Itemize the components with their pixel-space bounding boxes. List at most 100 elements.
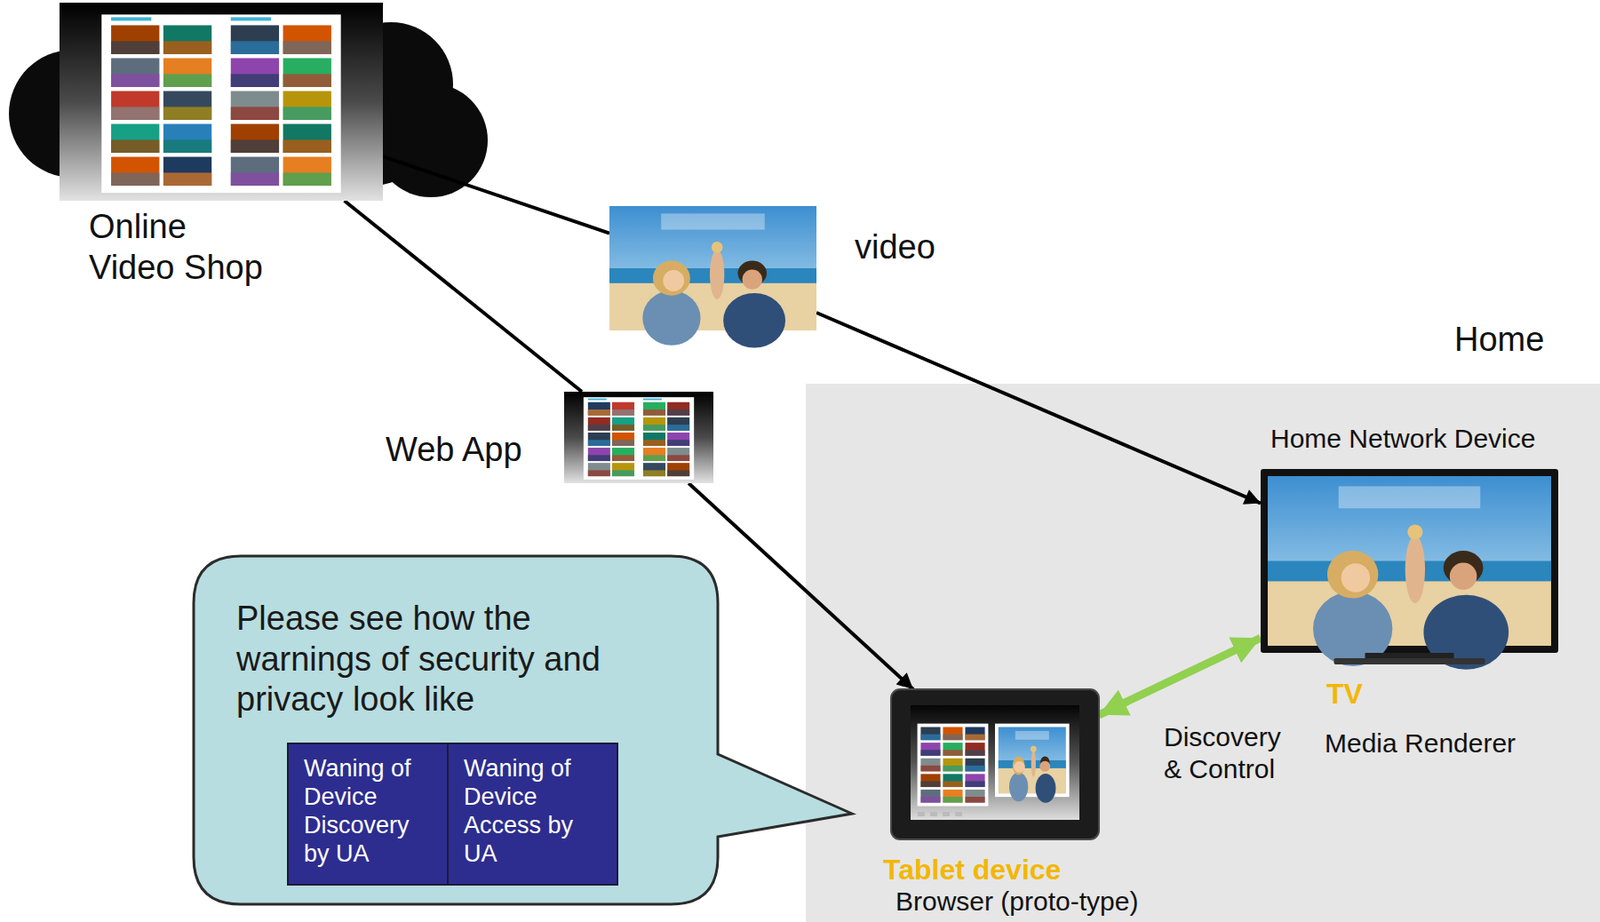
art-part (742, 269, 763, 289)
warning-box: Waning of Device Access by UA (446, 742, 619, 886)
art-part (942, 758, 963, 773)
art-part (101, 14, 341, 193)
art-part (920, 727, 940, 741)
node-label: TV (1326, 677, 1363, 711)
art-part (643, 454, 666, 462)
art-part (964, 789, 985, 804)
art-part (612, 417, 635, 431)
art-part (1013, 761, 1026, 773)
text-slot: TV (1326, 677, 1363, 711)
art-part (1449, 562, 1478, 590)
art-part (920, 734, 940, 741)
art-part (942, 796, 963, 804)
art-part (588, 447, 611, 462)
art-part (643, 447, 666, 462)
art-part (230, 124, 279, 154)
home-ground (805, 383, 1600, 922)
art-part (111, 73, 160, 88)
art-part (163, 24, 212, 55)
art-part (193, 556, 852, 905)
art-part (964, 758, 985, 773)
art-part (667, 462, 690, 477)
art-part (652, 261, 691, 296)
art-part (920, 742, 940, 757)
art-part (964, 734, 985, 741)
art-part (163, 73, 212, 88)
art-part (955, 811, 963, 817)
tv-art (1260, 469, 1559, 666)
art-part (942, 773, 963, 788)
art-part (964, 765, 985, 773)
art-part (942, 811, 950, 817)
tablet-art (891, 689, 1099, 840)
art-part (1341, 563, 1370, 592)
art-part (230, 172, 279, 186)
art-part (283, 57, 332, 88)
edge-label-slot: Discovery & Control (1163, 721, 1298, 786)
art-part (920, 758, 940, 773)
art-part (588, 417, 611, 431)
art-part (964, 727, 985, 741)
art-part (917, 811, 925, 817)
warning-box: Waning of Device Discovery by UA (286, 742, 449, 886)
art-part (930, 811, 938, 817)
art-part (891, 689, 1099, 840)
art-part (111, 106, 160, 120)
art-part (1031, 750, 1036, 778)
art-part (942, 789, 963, 804)
art-part (1039, 761, 1051, 773)
art-part (612, 454, 635, 462)
art-part (588, 454, 611, 462)
cloud-bump (71, 95, 445, 199)
text-slot: Media Renderer (1324, 728, 1516, 760)
art-part (667, 402, 690, 416)
tv-device: Home Network DeviceTVMedia Renderer (1260, 469, 1559, 666)
art-part (920, 765, 940, 773)
art-part (942, 742, 963, 757)
art-part (942, 780, 963, 788)
flow-arrow (688, 483, 914, 690)
art-part (111, 157, 160, 187)
art-part (59, 2, 383, 201)
art-part (588, 432, 611, 446)
art-part (609, 206, 817, 349)
art-part (283, 106, 332, 120)
webapp-thumbnail: Web App (564, 391, 714, 484)
art-part (1267, 476, 1552, 670)
art-part (667, 409, 690, 416)
art-part (910, 705, 1080, 820)
shop-screenshot: Online Video Shop (59, 2, 383, 201)
art-part (723, 293, 786, 349)
art-part (643, 424, 666, 431)
art-part (643, 469, 666, 477)
art-part (1012, 756, 1026, 775)
flow-arrow (816, 312, 1261, 504)
art-part (609, 206, 817, 331)
art-part (709, 249, 725, 300)
art-part (163, 106, 212, 120)
art-part (283, 139, 332, 153)
node-label: video (854, 227, 936, 269)
text-slot: Home Network Device (1270, 422, 1536, 455)
text-slot: Browser (proto-type) (895, 886, 1139, 918)
art-part (1015, 731, 1050, 741)
art-part (230, 139, 279, 153)
art-part (942, 734, 963, 741)
art-part (588, 439, 611, 446)
node-label: Home (1454, 319, 1545, 361)
art-part (1260, 469, 1559, 670)
art-part (995, 724, 1070, 798)
tablet-device: Tablet deviceBrowser (proto-type) (891, 689, 1099, 840)
art-part (163, 157, 212, 187)
art-part (283, 124, 332, 154)
art-part (667, 424, 690, 431)
art-part (942, 727, 963, 741)
warning-label: Waning of Device Discovery by UA (303, 755, 435, 868)
art-part (612, 439, 635, 446)
text-slot: Tablet device (883, 853, 1061, 887)
art-part (163, 57, 212, 88)
node-label: Web App (385, 429, 523, 471)
art-part (583, 397, 694, 480)
art-part (111, 139, 160, 153)
art-part (942, 765, 963, 773)
